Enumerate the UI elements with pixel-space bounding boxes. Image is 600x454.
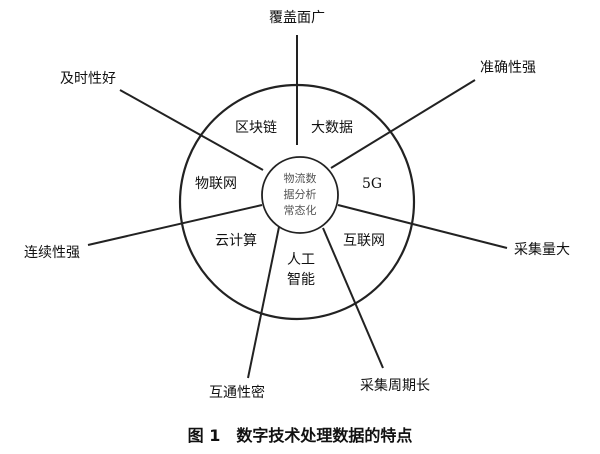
segment-ai-line-2: 智能 [287, 272, 315, 288]
inner-ring [261, 156, 339, 234]
spoke-interop [247, 226, 280, 379]
spoke-cycle [322, 227, 384, 369]
hub-line-1: 物流数 [284, 171, 317, 185]
feature-volume: 采集量大 [514, 241, 570, 258]
hub-line-2: 据分析 [284, 187, 317, 201]
spoke-accuracy [330, 79, 476, 169]
segment-cloud: 云计算 [215, 233, 257, 249]
hub-line-3: 常态化 [284, 203, 317, 217]
segment-ai-line-1: 人工 [287, 252, 315, 268]
spoke-continuity [87, 204, 263, 246]
feature-coverage: 覆盖面广 [269, 10, 325, 26]
segment-blockchain: 区块链 [235, 120, 277, 136]
feature-cycle: 采集周期长 [360, 377, 430, 394]
segment-5g: 5G [362, 176, 382, 192]
spoke-timeliness [119, 89, 264, 171]
feature-continuity: 连续性强 [24, 244, 80, 261]
figure-caption: 图 1 数字技术处理数据的特点 [188, 426, 413, 445]
feature-timeliness: 及时性好 [60, 71, 116, 87]
segment-iot: 物联网 [195, 176, 237, 192]
feature-accuracy: 准确性强 [480, 60, 536, 76]
segment-internet: 互联网 [343, 233, 385, 249]
feature-interop: 互通性密 [209, 384, 265, 401]
segment-bigdata: 大数据 [311, 120, 353, 136]
spoke-volume [337, 204, 508, 249]
